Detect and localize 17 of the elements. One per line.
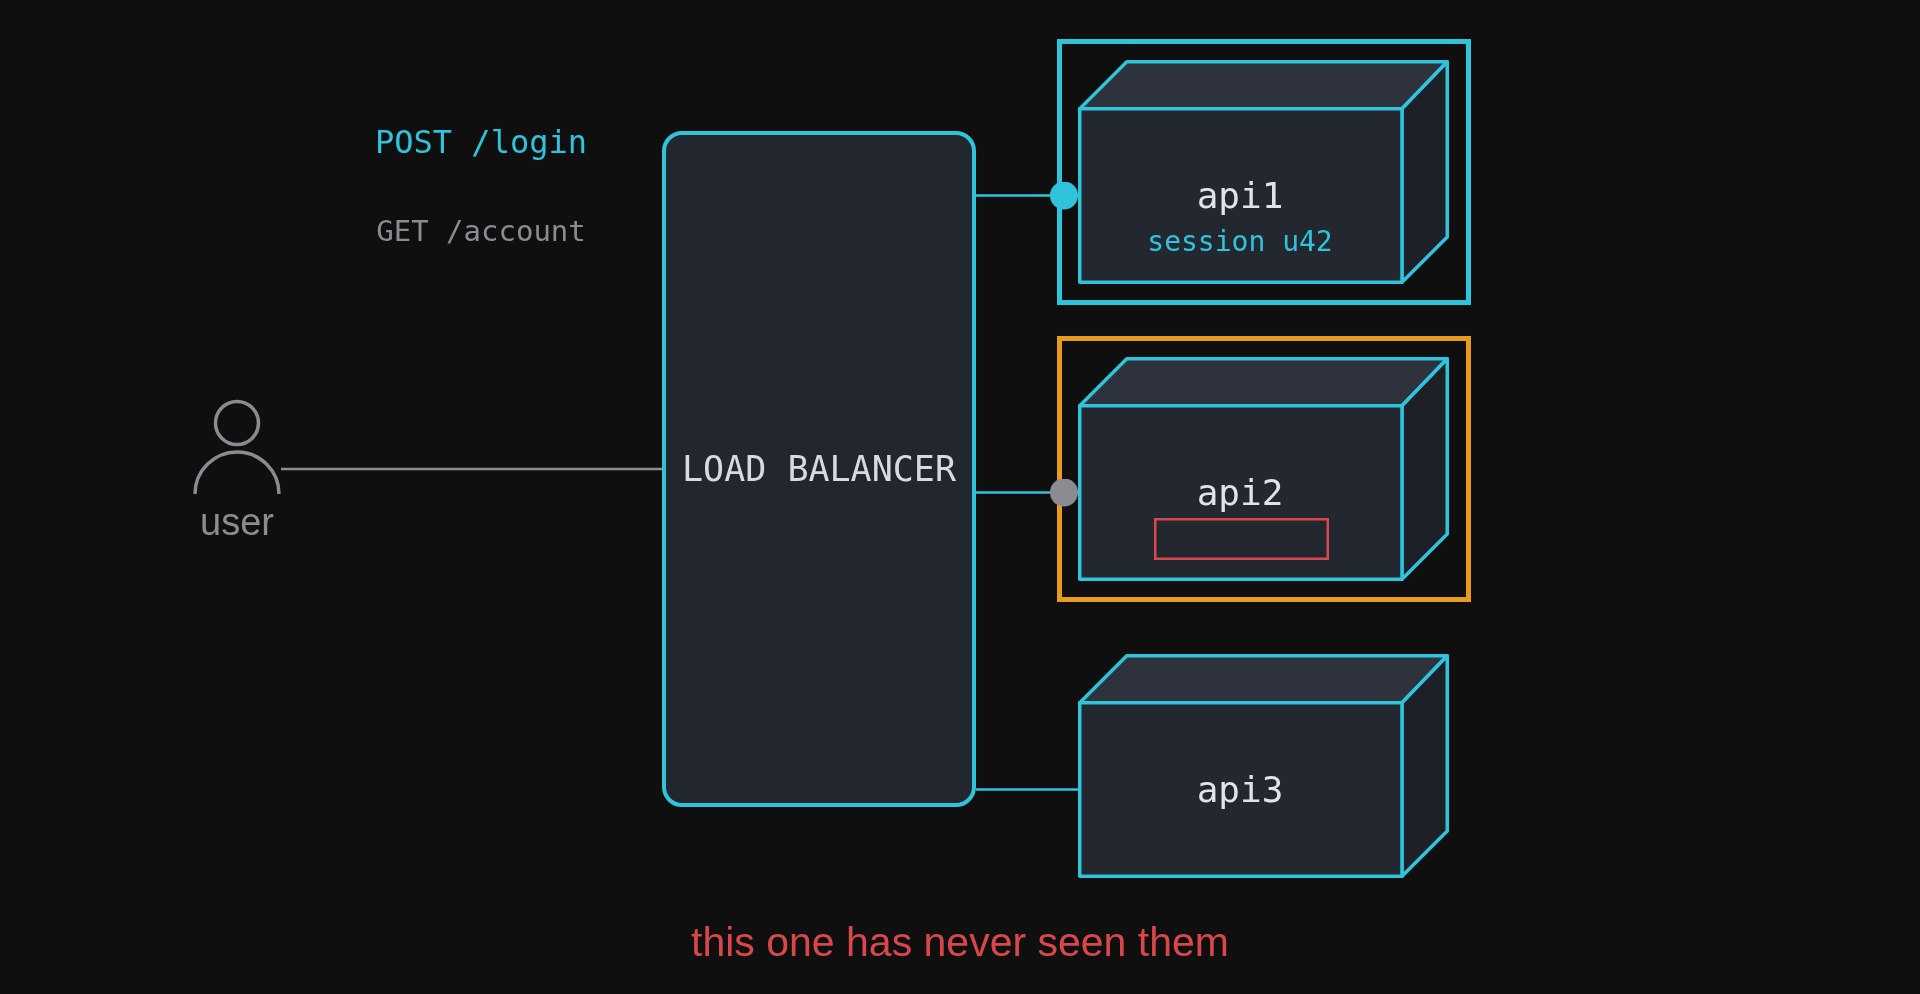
empty-slot [1154, 518, 1329, 560]
request-label: POST /login [375, 123, 587, 161]
session-label: session u42 [1147, 225, 1333, 258]
server-label: api3 [1196, 768, 1284, 811]
server-label: api1 [1196, 174, 1284, 217]
highlight-frame [1057, 336, 1471, 602]
connector-line [976, 788, 1078, 791]
box-label: LOAD BALANCER [682, 448, 956, 490]
connector-line [976, 478, 1078, 507]
request-label: GET /account [376, 215, 586, 249]
server-label: api2 [1196, 471, 1284, 514]
actor-label: user [200, 502, 274, 544]
highlight-frame [1057, 39, 1471, 305]
load-balancer-box [662, 131, 976, 807]
connector-line [976, 181, 1078, 210]
connector-line [281, 467, 662, 471]
annotation-text: this one has never seen them [691, 919, 1229, 967]
